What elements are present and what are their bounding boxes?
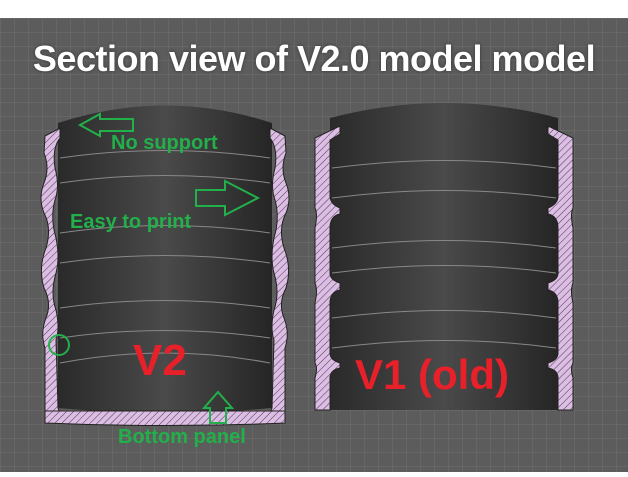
- cad-viewport: Section view of V2.0 model model No supp…: [0, 18, 628, 472]
- annotation-no-support: No support: [111, 132, 218, 154]
- model-label-v2: V2: [133, 336, 187, 385]
- section-view-drawing: [0, 18, 628, 472]
- highlight-circle-icon: [48, 334, 70, 356]
- v1-section-left: [314, 125, 341, 411]
- v2-section-bottom: [44, 410, 286, 426]
- annotation-bottom-panel: Bottom panel: [118, 426, 246, 448]
- v1-model: [314, 103, 574, 411]
- arrow-right-icon: [195, 179, 261, 217]
- page-title: Section view of V2.0 model model: [32, 38, 596, 79]
- v1-section-right: [547, 125, 574, 411]
- annotation-easy-to-print: Easy to print: [70, 211, 192, 233]
- v2-model: [40, 105, 290, 426]
- model-label-v1: V1 (old): [355, 351, 509, 398]
- arrow-up-icon: [201, 390, 235, 424]
- arrow-left-icon: [77, 112, 134, 138]
